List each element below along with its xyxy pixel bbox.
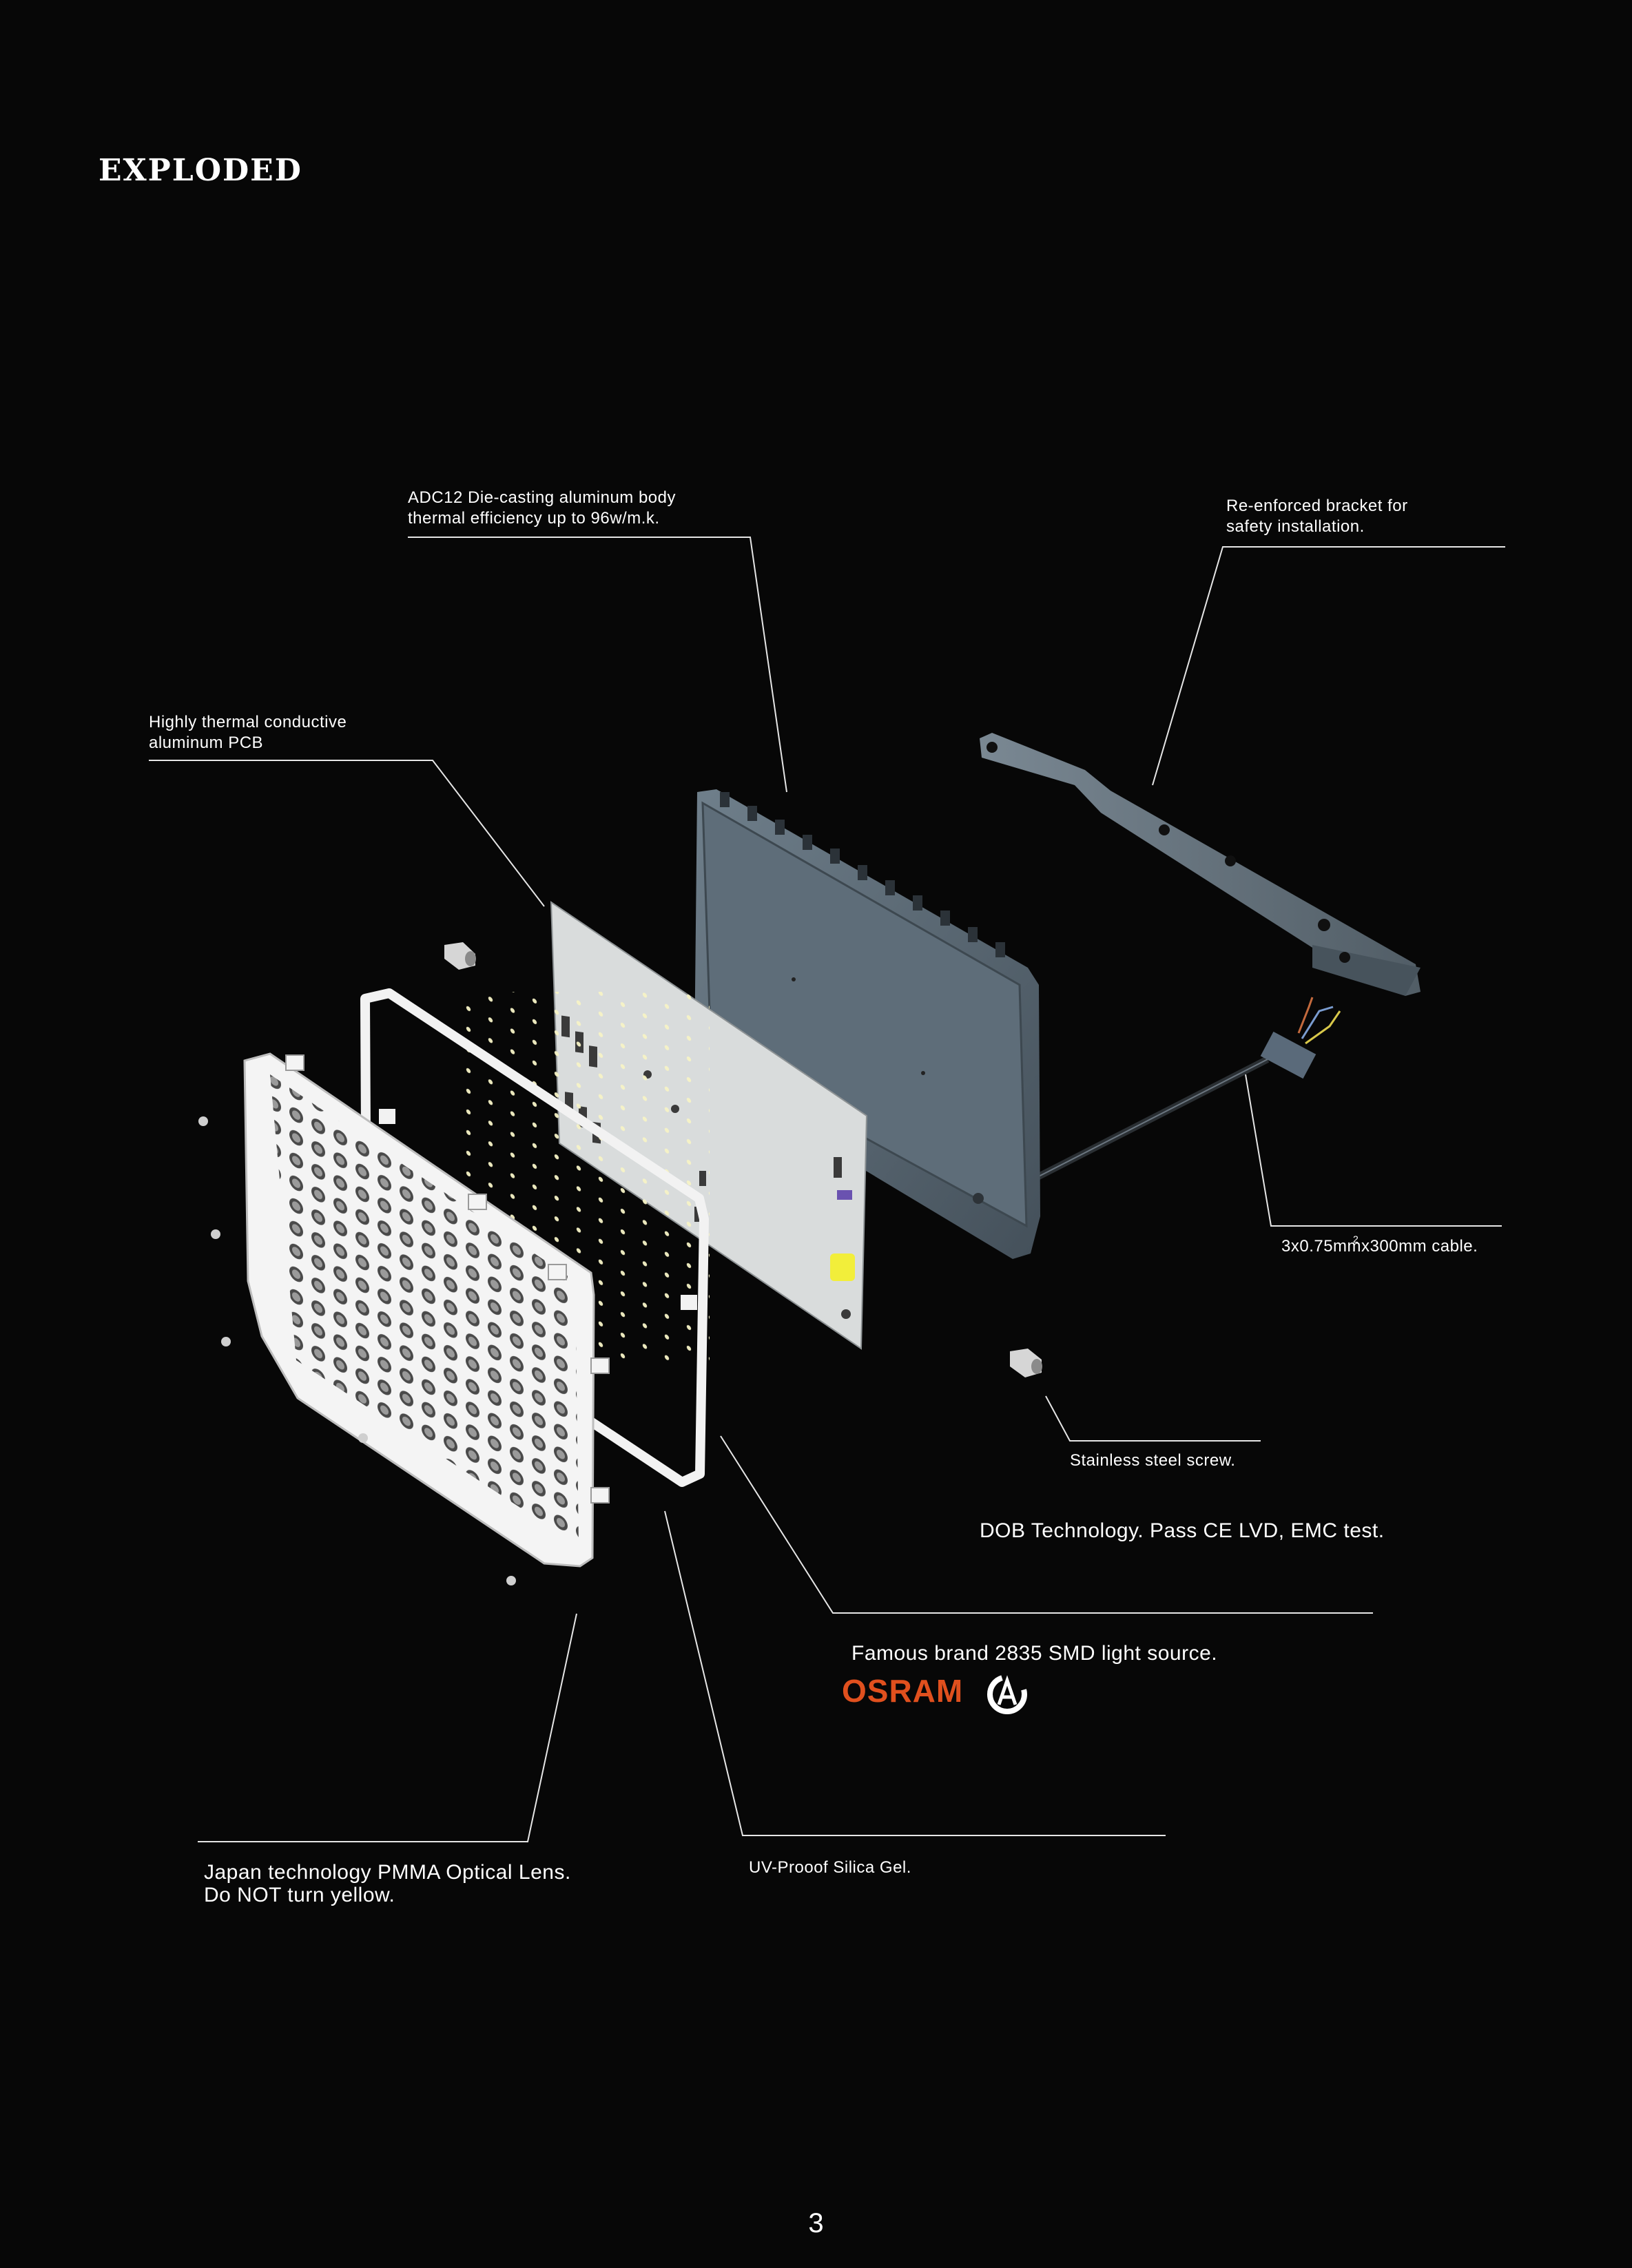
callout-pcb-line1: Highly thermal conductive [149, 713, 347, 731]
page-title: EXPLODED [99, 153, 302, 188]
callout-gel: UV-Prooof Silica Gel. [749, 1858, 911, 1877]
leader-body [408, 537, 787, 793]
top-screw [444, 942, 476, 970]
callout-lens-line1: Japan technology PMMA Optical Lens. [204, 1861, 571, 1884]
callout-pcb: Highly thermal conductive aluminum PCB [149, 712, 347, 753]
callout-screw: Stainless steel screw. [1070, 1451, 1236, 1470]
callout-dob: DOB Technology. Pass CE LVD, EMC test. [980, 1519, 1385, 1542]
callout-bracket-line2: safety installation. [1226, 517, 1365, 536]
leader-lens [198, 1613, 577, 1842]
callout-cable-sup: 2 [1353, 1234, 1359, 1245]
leader-smd [720, 1435, 1373, 1614]
callout-lens-line2: Do NOT turn yellow. [204, 1884, 395, 1906]
osram-logo: OSRAM [842, 1673, 964, 1709]
callout-pcb-line2: aluminum PCB [149, 734, 264, 752]
screws [198, 942, 1042, 1585]
leader-lines [149, 537, 1505, 1842]
leader-gel [664, 1510, 1166, 1836]
cable-part [1031, 997, 1341, 1183]
callout-lens: Japan technology PMMA Optical Lens. Do N… [204, 1861, 571, 1906]
bracket-part [980, 733, 1421, 996]
callout-bracket-line1: Re-enforced bracket for [1226, 497, 1408, 515]
leader-pcb [149, 760, 545, 907]
housing-part [694, 789, 1040, 1259]
stainless-screw [1010, 1349, 1042, 1377]
callout-cable-suffix: x300mm cable. [1361, 1237, 1478, 1256]
leader-screw [1045, 1395, 1261, 1442]
callout-smd: Famous brand 2835 SMD light source. [851, 1642, 1218, 1665]
lens-part [243, 1052, 610, 1568]
callout-body-line2: thermal efficiency up to 96w/m.k. [408, 509, 660, 528]
leader-cable [1245, 1074, 1502, 1227]
circle-a-logo-icon [987, 1674, 1027, 1714]
callout-cable-prefix: 3x0.75mm [1281, 1237, 1362, 1256]
callout-body: ADC12 Die-casting aluminum body thermal … [408, 488, 676, 529]
page-number: 3 [808, 2208, 824, 2238]
callout-bracket: Re-enforced bracket for safety installat… [1226, 496, 1408, 537]
leader-bracket [1152, 546, 1505, 786]
callout-body-line1: ADC12 Die-casting aluminum body [408, 488, 676, 507]
